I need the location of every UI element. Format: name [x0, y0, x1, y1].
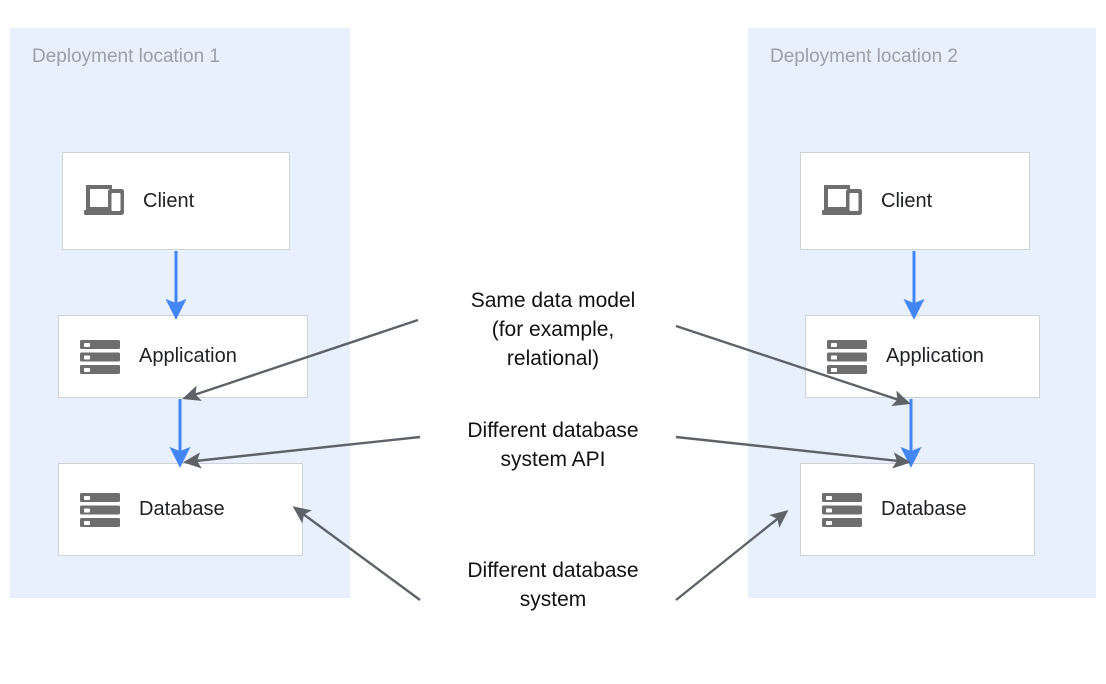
annotation-same-data-model: Same data model (for example, relational… [470, 289, 636, 370]
server-icon [77, 336, 123, 378]
server-icon [819, 489, 865, 531]
panel-title-1: Deployment location 1 [32, 46, 220, 67]
devices-icon [81, 180, 127, 222]
annotation-different-database-system-api: Different database system API [467, 419, 639, 471]
node-left-database[interactable]: Database [58, 463, 303, 556]
server-icon [77, 489, 123, 531]
panel-title-2: Deployment location 2 [770, 46, 958, 67]
node-label: Database [139, 498, 225, 520]
node-right-application[interactable]: Application [805, 315, 1040, 398]
node-label: Application [139, 345, 237, 367]
node-left-client[interactable]: Client [62, 152, 290, 250]
annotation-different-database-system: Different database system [467, 559, 639, 611]
node-right-client[interactable]: Client [800, 152, 1030, 250]
devices-icon [819, 180, 865, 222]
server-icon [824, 336, 870, 378]
node-label: Application [886, 345, 984, 367]
node-label: Client [143, 189, 195, 212]
node-left-application[interactable]: Application [58, 315, 308, 398]
node-right-database[interactable]: Database [800, 463, 1035, 556]
node-label: Database [881, 498, 967, 520]
node-label: Client [881, 189, 933, 212]
